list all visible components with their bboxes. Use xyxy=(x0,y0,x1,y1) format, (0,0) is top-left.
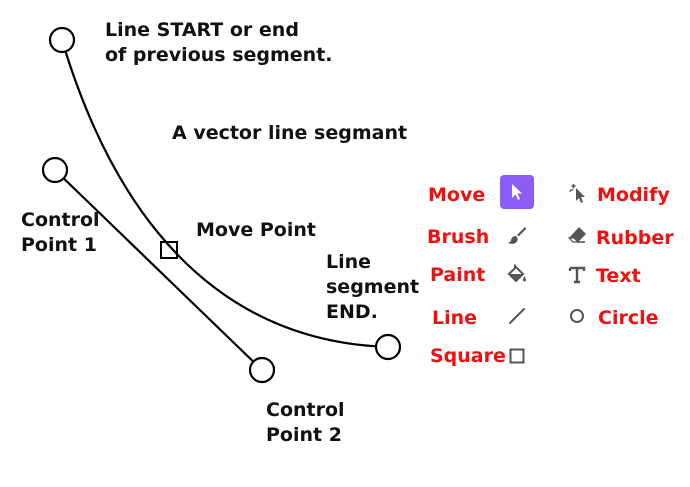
move-point-handle xyxy=(160,241,178,259)
paint-tool-button[interactable] xyxy=(500,257,534,291)
move-tool-button[interactable] xyxy=(500,175,534,209)
square-tool-button[interactable] xyxy=(500,339,534,373)
text-tool-label[interactable]: Text xyxy=(596,265,641,287)
pointer-arrow-icon xyxy=(512,184,522,200)
move-point-label: Move Point xyxy=(196,219,316,241)
brush-tool-button[interactable] xyxy=(500,218,534,252)
circle-icon xyxy=(570,309,584,323)
end-label: Line segment END. xyxy=(326,251,420,323)
square-tool-label[interactable]: Square xyxy=(430,345,506,367)
line-tool-label[interactable]: Line xyxy=(432,307,478,329)
line-tool-button[interactable] xyxy=(500,299,534,333)
diagonal-line-icon xyxy=(509,308,525,324)
circle-tool-button[interactable] xyxy=(560,299,594,333)
curve-segment xyxy=(60,39,389,349)
control-point-1-label: Control Point 1 xyxy=(21,209,100,256)
circle-tool-label[interactable]: Circle xyxy=(598,307,659,329)
brush-icon xyxy=(508,227,527,244)
eraser-icon xyxy=(567,227,586,243)
start-label: Line START or end of previous segment. xyxy=(105,19,333,66)
end-point-handle xyxy=(374,333,402,361)
control-point-2-handle xyxy=(248,356,276,384)
move-tool-label[interactable]: Move xyxy=(428,184,486,206)
square-icon xyxy=(509,348,525,364)
modify-tool-button[interactable] xyxy=(562,175,596,209)
diagram-title: A vector line segmant xyxy=(172,122,408,144)
rubber-tool-button[interactable] xyxy=(560,218,594,252)
control-point-1-handle xyxy=(41,156,69,184)
brush-tool-label[interactable]: Brush xyxy=(427,226,490,248)
text-t-icon xyxy=(568,266,586,284)
modify-tool-label[interactable]: Modify xyxy=(597,184,670,206)
paint-bucket-icon xyxy=(507,264,526,283)
paint-tool-label[interactable]: Paint xyxy=(430,264,486,286)
modify-pointer-icon xyxy=(569,183,585,203)
control-handle-line xyxy=(54,169,263,371)
text-tool-button[interactable] xyxy=(560,258,594,292)
control-point-2-label: Control Point 2 xyxy=(266,399,345,446)
start-point-handle xyxy=(48,26,76,54)
rubber-tool-label[interactable]: Rubber xyxy=(596,227,674,249)
